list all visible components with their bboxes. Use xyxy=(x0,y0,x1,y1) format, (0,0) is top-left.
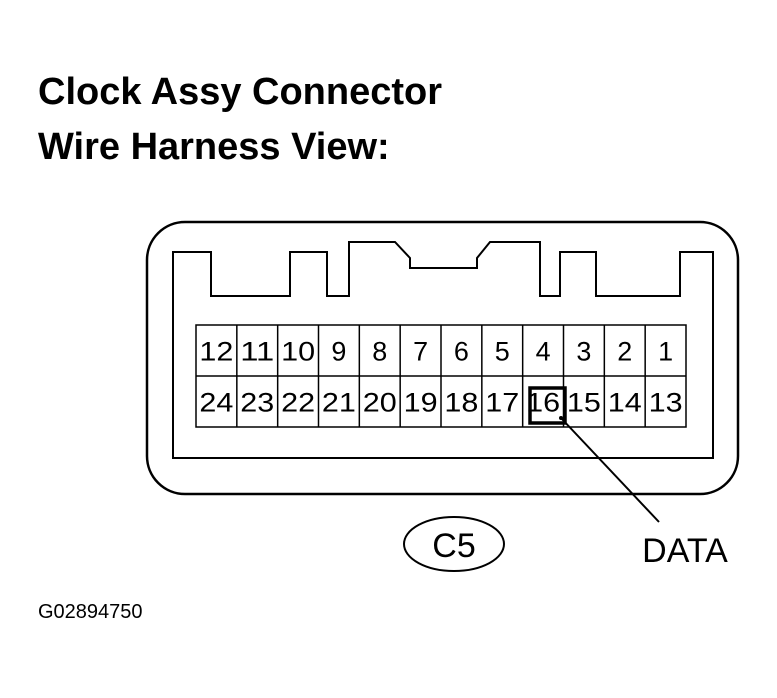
pin-label-18: 18 xyxy=(444,388,478,418)
pin-label-23: 23 xyxy=(240,388,274,418)
pin-label-20: 20 xyxy=(363,388,397,418)
pin-label-13: 13 xyxy=(649,388,683,418)
pin-label-5: 5 xyxy=(495,337,510,367)
pin-label-14: 14 xyxy=(608,388,642,418)
pin-label-15: 15 xyxy=(567,388,601,418)
figure-id: G02894750 xyxy=(38,601,143,623)
pin-label-22: 22 xyxy=(281,388,315,418)
pin-label-1: 1 xyxy=(658,337,673,367)
pin-label-7: 7 xyxy=(413,337,428,367)
connector-code: C5 xyxy=(432,527,475,565)
connector-housing-inner xyxy=(172,241,714,459)
callout-leader-line xyxy=(560,417,660,523)
pin-label-11: 11 xyxy=(240,337,274,367)
pin-label-3: 3 xyxy=(576,337,591,367)
pin-label-8: 8 xyxy=(372,337,387,367)
diagram-title-line1: Clock Assy Connector xyxy=(38,71,443,113)
pin-label-24: 24 xyxy=(199,388,233,418)
pin-label-6: 6 xyxy=(454,337,469,367)
pin-label-12: 12 xyxy=(199,337,233,367)
pin-label-21: 21 xyxy=(322,388,356,418)
pin-label-19: 19 xyxy=(404,388,438,418)
connector-housing-outer xyxy=(145,220,740,496)
callout-label: DATA xyxy=(642,532,728,570)
pin-label-17: 17 xyxy=(485,388,519,418)
pin-label-2: 2 xyxy=(617,337,632,367)
connector-code-oval xyxy=(403,516,505,572)
callout-leader-dot xyxy=(559,416,563,420)
diagram-title-line2: Wire Harness View: xyxy=(38,126,390,168)
pin-label-9: 9 xyxy=(331,337,346,367)
pin-16-highlight-box xyxy=(528,386,567,425)
pin-label-4: 4 xyxy=(536,337,551,367)
pin-label-10: 10 xyxy=(281,337,315,367)
